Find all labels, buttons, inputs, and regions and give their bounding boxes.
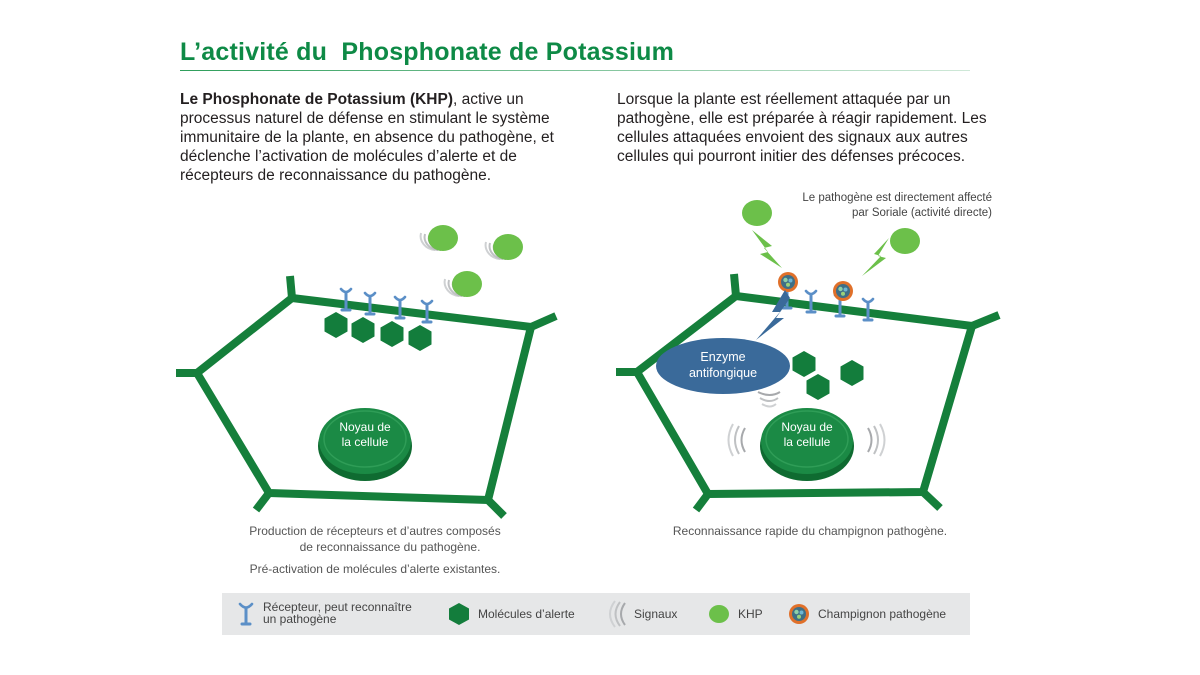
alert-molecule-icon [408,325,432,351]
direct-activity-note-line1: Le pathogène est directement affecté [802,192,992,204]
lightning-icon [862,238,889,276]
alert-molecule-icon [792,351,816,377]
legend-khp: KHP [708,593,763,635]
direct-activity-note: Le pathogène est directement affecté par… [760,191,992,221]
left-description-bold: Le Phosphonate de Potassium (KHP) [180,91,454,108]
legend-fungus: Champignon pathogène [788,593,946,635]
legend-alert-molecules: Molécules d’alerte [448,593,575,635]
page-title: L’activité du Phosphonate de Potassium [180,38,675,66]
enzyme-label-line2: antifongique [689,366,757,380]
right-cell-wall [616,273,1001,513]
khp-icon [709,605,729,623]
left-caption: Production de récepteurs et d’autres com… [215,523,535,577]
right-nucleus: Noyau de la cellule [760,408,854,481]
left-alert-molecules [324,312,432,351]
alert-molecule-icon [351,317,375,343]
alert-molecule-icon [449,603,469,625]
left-caption-line3: Pré-activation de molécules d’alerte exi… [249,562,501,576]
right-khp-particles [742,200,920,254]
left-nucleus: Noyau de la cellule [318,408,412,481]
enzyme-label-line1: Enzyme [700,350,745,364]
lightning-bolts [752,230,889,340]
fungus-icon [789,604,809,624]
khp-icon [484,233,524,261]
khp-icon [443,270,483,298]
signal-waves-icon [609,600,626,628]
right-description: Lorsque la plante est réellement attaqué… [617,91,987,165]
legend: Récepteur, peut reconnaître un pathogène… [222,593,970,635]
khp-icon [890,228,920,254]
left-caption-line2: de reconnaissance du pathogène. [299,540,481,554]
alert-molecule-icon [840,360,864,386]
fungus-icon [833,281,853,301]
legend-signals-label: Signaux [634,607,678,621]
right-fungi [778,272,853,301]
legend-signals: Signaux [607,593,677,635]
right-caption: Reconnaissance rapide du champignon path… [672,524,948,538]
left-caption-line1: Production de récepteurs et d’autres com… [249,524,501,538]
alert-molecule-icon [324,312,348,338]
right-alert-molecules [792,351,864,400]
lightning-icon [752,230,782,268]
left-khp-particles [419,224,524,298]
khp-icon [742,200,772,226]
left-description: Le Phosphonate de Potassium (KHP), activ… [180,90,565,185]
left-nucleus-label-line1: Noyau de [339,420,391,434]
legend-receptor: Récepteur, peut reconnaître un pathogène [236,593,412,635]
left-nucleus-label-line2: la cellule [342,435,389,449]
enzyme-bubble: Enzyme antifongique [656,338,790,394]
legend-receptor-label-line2: un pathogène [263,612,337,626]
legend-fungus-label: Champignon pathogène [818,607,947,621]
alert-molecule-icon [806,374,830,400]
left-cell-wall [176,275,558,519]
legend-khp-label: KHP [738,607,763,621]
direct-activity-note-line2: par Soriale (activité directe) [852,207,992,219]
enzyme-lightning-icon [756,290,790,340]
right-nucleus-label-line1: Noyau de [781,420,833,434]
alert-molecule-icon [380,321,404,347]
left-description-rest: , active un processus naturel de défense… [180,91,554,184]
legend-alert-label: Molécules d’alerte [478,607,575,621]
right-nucleus-label-line2: la cellule [784,435,831,449]
signal-waves [727,391,886,457]
receptor-icon [238,602,254,626]
fungus-icon [778,272,798,292]
title-underline [180,70,970,71]
khp-icon [419,224,459,252]
legend-receptor-label-line1: Récepteur, peut reconnaître [263,600,412,614]
